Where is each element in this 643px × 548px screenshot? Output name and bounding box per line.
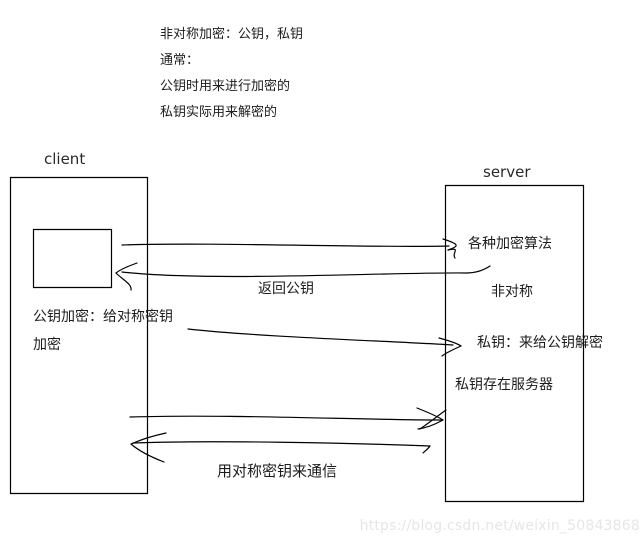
note-asymmetric-definition: 非对称加密：公钥，私钥 <box>160 27 304 42</box>
symmetric-communication-caption: 用对称密钥来通信 <box>217 462 338 480</box>
note-public-key-encrypt: 公钥时用来进行加密的 <box>160 79 291 94</box>
note-usually: 通常： <box>160 53 200 68</box>
note-private-key-decrypt: 私钥实际用来解密的 <box>160 105 278 120</box>
client-inner-box <box>34 230 112 288</box>
client-box <box>11 178 148 494</box>
arrow-request-to-server <box>122 239 456 258</box>
arrow-communicate-left <box>131 433 430 462</box>
client-title: client <box>44 150 86 168</box>
csdn-watermark: https://blog.csdn.net/weixin_50843868 <box>359 518 640 534</box>
server-title: server <box>483 163 531 181</box>
client-public-key-encrypt-label: 公钥加密：给对称密钥 <box>33 309 173 325</box>
server-asymmetric-label: 非对称 <box>491 284 533 300</box>
arrow-return-public-key <box>116 263 490 290</box>
client-encrypt-label: 加密 <box>33 337 61 353</box>
server-private-key-location-label: 私钥存在服务器 <box>455 377 553 393</box>
server-algorithms-label: 各种加密算法 <box>468 236 552 252</box>
return-public-key-caption: 返回公钥 <box>258 281 314 297</box>
server-box <box>446 186 584 502</box>
arrow-send-encrypted-key <box>188 329 461 356</box>
arrow-communicate-right <box>130 408 446 429</box>
server-private-key-label: 私钥：来给公钥解密 <box>477 335 603 351</box>
